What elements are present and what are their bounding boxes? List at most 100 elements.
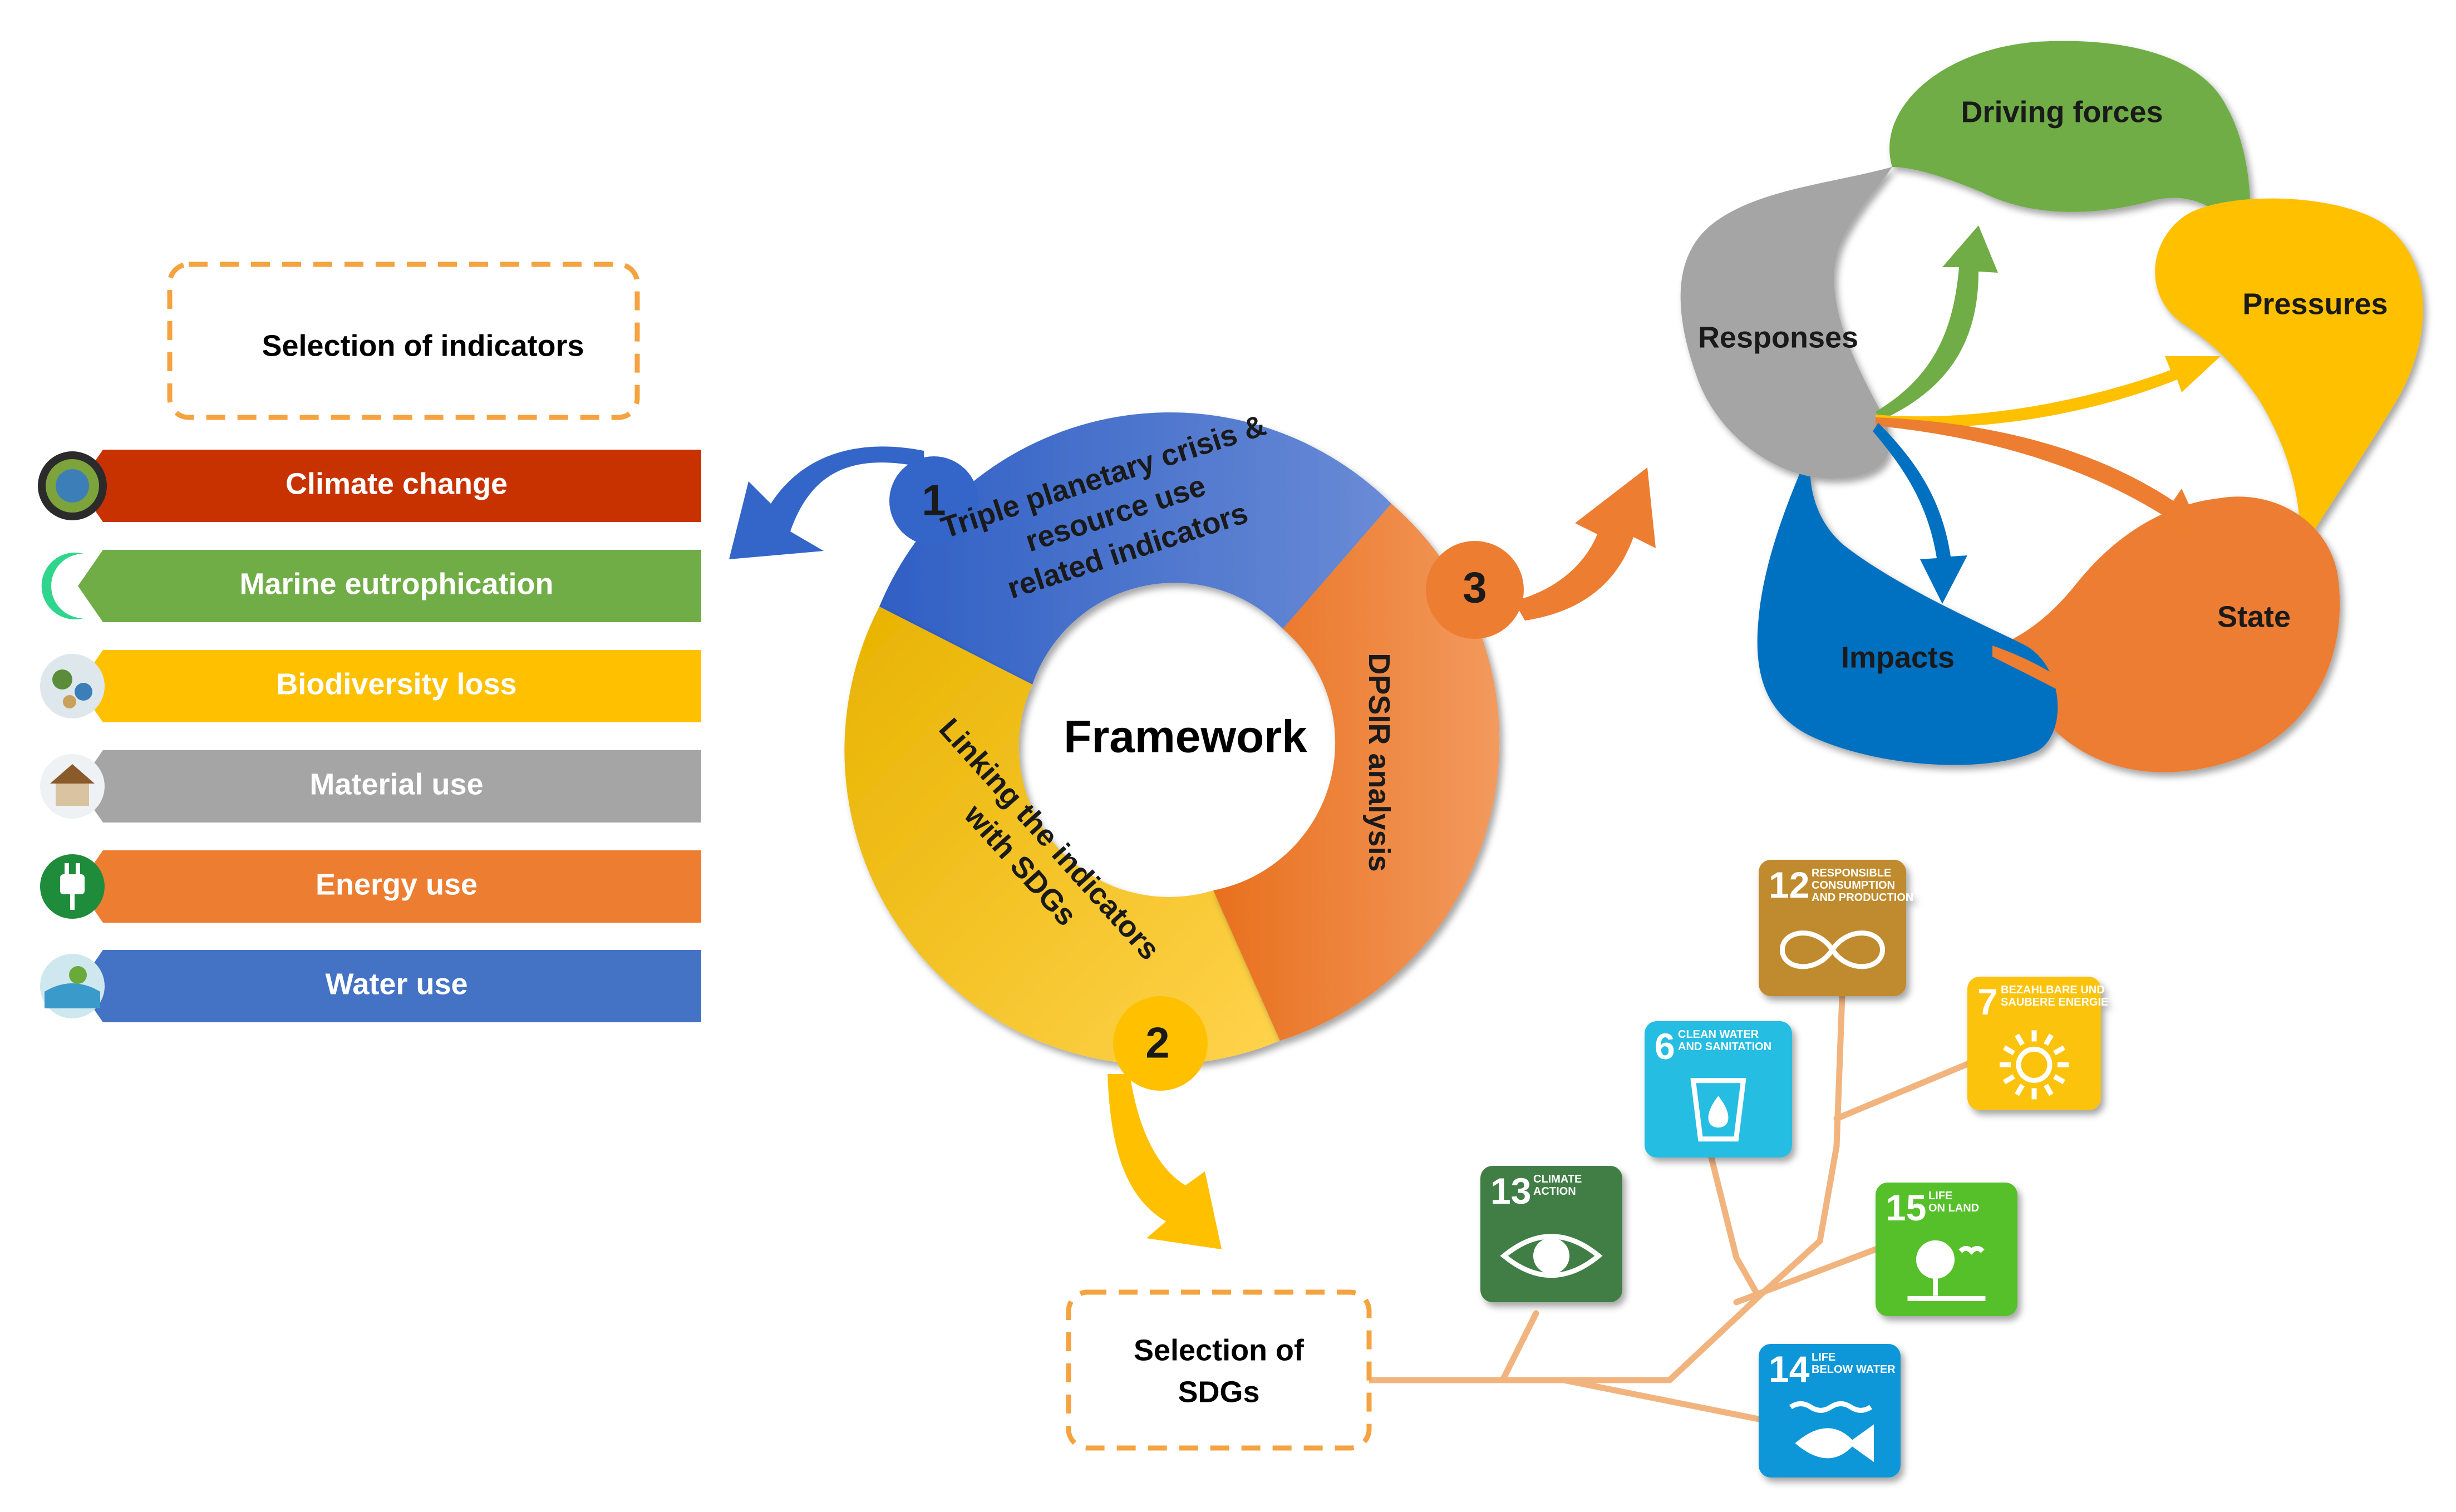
- indicator-item[interactable]: Water use: [40, 950, 701, 1022]
- indicator-bar: [78, 850, 701, 923]
- infinity-icon: [1779, 930, 1886, 969]
- segment-2: [844, 607, 1280, 1065]
- biodiversity-icon: [40, 654, 105, 718]
- responses-shape: [1680, 167, 1892, 479]
- sdg-title: LIFE: [1928, 1190, 1952, 1202]
- segment-3-label: DPSIR analysis: [1362, 653, 1396, 871]
- sdg-title: AND SANITATION: [1678, 1041, 1771, 1053]
- segment-1-tab: [889, 456, 978, 545]
- framework-wheel: Framework 1 2 3 Triple planetary crisis …: [729, 408, 1656, 1249]
- pressures-label: Pressures: [2242, 287, 2388, 321]
- arrow-to-sdgs: [1108, 1074, 1222, 1249]
- selection-of-sdgs-label-2: SDGs: [1178, 1375, 1259, 1408]
- segment-1-number: 1: [922, 476, 946, 525]
- indicator-bar: [78, 650, 701, 722]
- indicator-item[interactable]: Material use: [40, 750, 701, 823]
- indicator-label: Water use: [325, 967, 467, 1001]
- impacts-shape: [1757, 440, 2058, 765]
- indicator-label: Energy use: [316, 868, 478, 901]
- dpsir-arrows: [1873, 225, 2221, 712]
- sdg-title: BELOW WATER: [1812, 1363, 1896, 1376]
- sdg-number: 15: [1886, 1187, 1926, 1228]
- tree-icon: [1907, 1240, 1986, 1301]
- indicator-bar: [78, 550, 701, 622]
- indicator-item[interactable]: Biodiversity loss: [40, 650, 701, 722]
- dpsir-cycle: [1680, 41, 2423, 772]
- indicator-bar: [78, 750, 701, 823]
- arrow-responses-driving: [1876, 225, 1998, 420]
- house-icon: [40, 754, 105, 819]
- sdg-tree-branches: [1366, 993, 1973, 1422]
- arrow-responses-impacts: [1873, 423, 1967, 604]
- plug-icon: [40, 854, 105, 919]
- selection-of-sdgs-box: Selection of SDGs: [1066, 1289, 1372, 1451]
- state-label: State: [2217, 600, 2291, 633]
- sdg-tile-bg: [1759, 860, 1906, 996]
- state-shape: [1914, 496, 2340, 772]
- fish-icon: [1789, 1401, 1874, 1462]
- water-globe-icon: [40, 954, 105, 1018]
- sdg-title: AND PRODUCTION: [1812, 892, 1913, 904]
- sun-power-icon: [2000, 1030, 2069, 1100]
- sdg-title: CONSUMPTION: [1812, 879, 1895, 892]
- indicator-bar: [78, 950, 701, 1022]
- pressures-shape: [2155, 198, 2423, 556]
- impacts-label: Impacts: [1841, 641, 1955, 674]
- arrow-state-impacts: [1992, 646, 2098, 712]
- segment-3-tab: [1426, 541, 1524, 639]
- indicator-bar: [78, 450, 701, 522]
- sdg-title: ACTION: [1533, 1185, 1576, 1198]
- sdg-title: LIFE: [1812, 1351, 1835, 1363]
- sdg-title: CLIMATE: [1533, 1173, 1582, 1185]
- sdg-number: 14: [1769, 1348, 1810, 1390]
- indicator-label: Climate change: [286, 467, 508, 500]
- selection-of-indicators-box: Selection of indicators: [167, 262, 640, 420]
- indicator-label: Material use: [309, 767, 483, 801]
- sdg-title: ON LAND: [1928, 1202, 1979, 1214]
- sdg-number: 12: [1769, 864, 1809, 905]
- sdg-tile-bg: [1967, 977, 2101, 1110]
- segment-1: [879, 412, 1391, 684]
- segment-3-number: 3: [1463, 563, 1487, 612]
- indicator-item[interactable]: Energy use: [40, 850, 701, 923]
- sdg-title: SAUBERE ENERGIE: [2001, 996, 2108, 1008]
- segment-2-number: 2: [1145, 1018, 1169, 1067]
- framework-center: [1041, 598, 1325, 882]
- driving-forces-label: Driving forces: [1961, 95, 2163, 129]
- framework-center-label: Framework: [1064, 712, 1307, 762]
- sdg-title: BEZAHLBARE UND: [2001, 984, 2105, 996]
- indicator-item[interactable]: Marine eutrophication: [41, 550, 701, 622]
- arrow-responses-state: [1876, 417, 2204, 537]
- indicator-label: Biodiversity loss: [276, 667, 516, 701]
- sdg-number: 7: [1977, 981, 1998, 1022]
- water-glass-icon: [1690, 1078, 1746, 1142]
- indicator-label: Marine eutrophication: [239, 567, 553, 600]
- segment-2-tab: [1113, 996, 1208, 1091]
- indicator-item[interactable]: Climate change: [38, 450, 701, 522]
- sdg-tile-bg: [1645, 1021, 1792, 1158]
- responses-label: Responses: [1698, 321, 1858, 354]
- arrow-to-indicators: [729, 446, 924, 559]
- arrow-to-dpsir: [1514, 467, 1656, 620]
- sdg-number: 13: [1490, 1170, 1531, 1211]
- earth-climate-icon: [38, 451, 107, 520]
- sdg-number: 6: [1655, 1026, 1675, 1067]
- sdg-title: CLEAN WATER: [1678, 1028, 1759, 1041]
- driving-forces-shape: [1889, 41, 2251, 248]
- selection-of-sdgs-label-1: Selection of: [1134, 1333, 1305, 1367]
- sdg-title: RESPONSIBLE: [1812, 867, 1891, 879]
- selection-of-indicators-label: Selection of indicators: [262, 329, 584, 362]
- segment-3: [1213, 504, 1500, 1041]
- wave-icon: [41, 553, 83, 619]
- eye-globe-icon: [1500, 1234, 1603, 1278]
- svg-text:DPSIR analysis: DPSIR analysis: [1362, 653, 1396, 871]
